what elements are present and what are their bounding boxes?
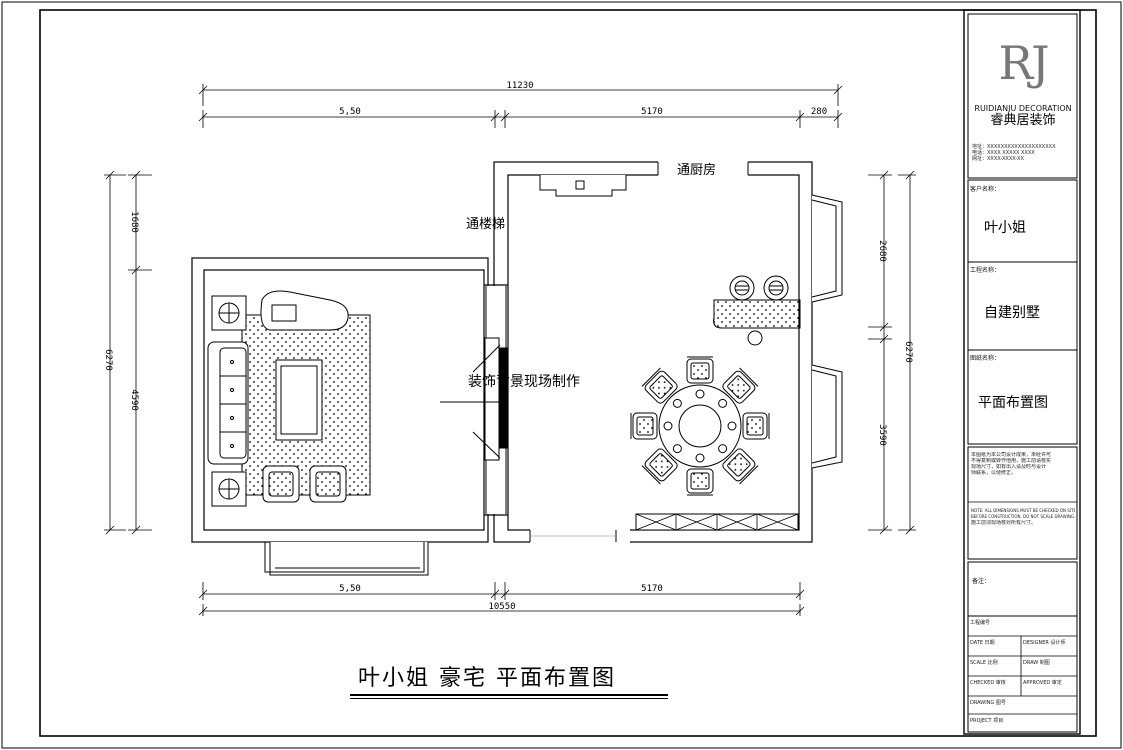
bay-window-bottom (264, 542, 429, 576)
dining-chair (641, 367, 678, 404)
drawing-name-value: 平面布置图 (978, 395, 1048, 411)
title-table-row: DRAW 制图 (1023, 660, 1050, 666)
dining-chair (641, 448, 678, 485)
company-info: 地址：XXXXXXXXXXXXXXXXXXXX 电话：XXXX XXXXX XX… (972, 144, 1074, 162)
bar-counter (713, 299, 801, 329)
project-label: 工程名称： (970, 267, 1001, 274)
title-table-row: DESIGNER 设计师 (1023, 640, 1066, 646)
armchair-left (262, 465, 300, 503)
dim-right-lower: 3590 (877, 424, 887, 446)
title-table-row: APPROVED 审定 (1023, 680, 1062, 686)
dining-chair (686, 356, 714, 384)
title-table-row: SCALE 比例 (970, 660, 998, 666)
title-table-row: PROJECT 项目 (970, 718, 1004, 724)
table-setting (695, 389, 705, 399)
feature-wall (440, 337, 508, 461)
title-underline (350, 694, 668, 696)
dim-bottom-total: 10550 (488, 602, 515, 612)
dim-left-total: 6270 (103, 349, 113, 371)
company-name-cn: 睿典居装饰 (990, 113, 1056, 128)
dining-chair (630, 412, 658, 440)
dim-top-total: 11230 (506, 81, 533, 91)
bay-window-right-lower (811, 364, 843, 469)
note-line: 师联系，以便修正。 (971, 470, 1017, 476)
dim-left-lower: 4590 (129, 389, 139, 411)
company-info-line: 地址：XXXXXXXXXXXXXXXXXXXX (972, 144, 1056, 150)
company-logo: RJ (998, 36, 1049, 90)
note-line: 不得复制或转作他用，施工前请核实 (971, 458, 1052, 464)
table-setting (718, 444, 728, 454)
remark-label: 备注： (972, 578, 991, 585)
sheet-inner-border (39, 9, 1097, 737)
dim-right-total: 6270 (903, 341, 913, 363)
note-line: BEFORE CONSTRUCTION. DO NOT SCALE DRAWIN… (971, 514, 1075, 519)
dim-top-left: 5,50 (339, 107, 361, 117)
table-setting (672, 398, 682, 408)
client-value: 叶小姐 (984, 220, 1026, 236)
table-setting (672, 444, 682, 454)
dim-right-upper: 2680 (877, 240, 887, 262)
dining-chair (686, 468, 714, 496)
bar-stool-3 (747, 330, 763, 346)
company-info-line: 电话：XXXX XXXXX XXXX (972, 150, 1035, 156)
dining-room (539, 175, 801, 531)
note-line: 现场尺寸，如有出入请及时与设计 (971, 464, 1047, 470)
dim-bottom-left: 5,50 (339, 584, 361, 594)
drawing-notes: 本图纸为本公司设计成果，未经许可 不得复制或转作他用，施工前请核实 现场尺寸，如… (971, 452, 1075, 476)
bay-window-right-upper (811, 194, 843, 303)
drawing-notes-en: NOTE: ALL DIMENSIONS MUST BE CHECKED ON … (971, 508, 1075, 526)
dimension-lines (104, 84, 916, 616)
dim-left-upper: 1680 (129, 211, 139, 233)
label-feature-wall: 装饰背景现场制作 (468, 374, 580, 390)
note-line: NOTE: ALL DIMENSIONS MUST BE CHECKED ON … (971, 508, 1075, 513)
title-block-frame (963, 9, 1081, 735)
drawing-main-title: 叶小姐 豪宅 平面布置图 (358, 666, 616, 691)
note-line: 本图纸为本公司设计成果，未经许可 (971, 452, 1052, 458)
dining-chair (742, 412, 770, 440)
drawing-name-label: 图纸名称： (970, 355, 1001, 362)
table-setting (695, 453, 705, 463)
armchair-right (309, 465, 347, 503)
dim-top-right: 280 (811, 107, 827, 117)
table-setting (663, 421, 673, 431)
title-table-row: DATE 日期 (970, 640, 995, 646)
company-info-line: 网址：XXXX-XXXX-XX (972, 156, 1024, 162)
note-line: 施工前须现场核对所有尺寸。 (971, 520, 1037, 526)
client-label: 客户名称： (970, 186, 1001, 193)
company-name-en: RUIDIANJU DECORATION (974, 104, 1072, 113)
dining-chair (722, 367, 759, 404)
project-value: 自建别墅 (984, 305, 1040, 321)
table-setting (727, 421, 737, 431)
living-room (207, 290, 371, 507)
label-kitchen: 通厨房 (677, 162, 716, 178)
dim-top-mid: 5170 (641, 107, 663, 117)
dim-bottom-right: 5170 (641, 584, 663, 594)
title-underline (350, 698, 668, 699)
table-setting (718, 398, 728, 408)
title-table-row: DRAWING 图号 (970, 700, 1006, 706)
dimension-texts: 11230 5,50 5170 280 5,50 5170 10550 6270… (103, 81, 913, 612)
title-table-row: CHECKED 审核 (970, 680, 1006, 686)
dining-chair (722, 448, 759, 485)
label-stairs: 通楼梯 (466, 217, 505, 232)
title-table-row: 工程编号 (970, 620, 991, 626)
